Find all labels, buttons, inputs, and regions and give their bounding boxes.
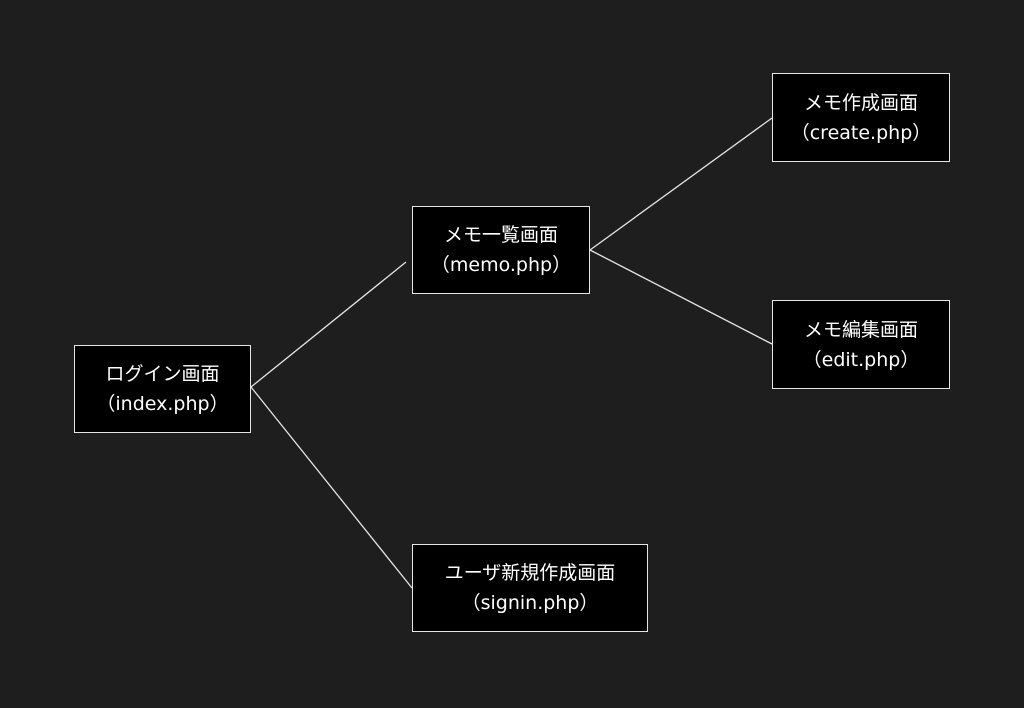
node-title: メモ編集画面: [803, 318, 918, 341]
node-memo-create-screen: メモ作成画面 （create.php）: [772, 73, 950, 162]
node-user-signup-screen: ユーザ新規作成画面 （signin.php）: [412, 544, 648, 632]
node-login-screen: ログイン画面 （index.php）: [74, 345, 251, 433]
edge-login-to-signup: [250, 386, 413, 589]
edge-memo-to-create: [589, 117, 773, 251]
node-title: メモ作成画面: [803, 91, 918, 114]
edge-login-to-memo: [250, 261, 407, 388]
node-filename: （create.php）: [790, 121, 932, 144]
node-filename: （edit.php）: [802, 348, 920, 371]
node-filename: （signin.php）: [461, 592, 599, 614]
node-filename: （memo.php）: [430, 254, 572, 276]
node-memo-edit-screen: メモ編集画面 （edit.php）: [772, 300, 950, 389]
node-title: ログイン画面: [105, 363, 220, 385]
node-title: メモ一覧画面: [443, 224, 558, 246]
node-filename: （index.php）: [96, 393, 229, 415]
node-memo-list-screen: メモ一覧画面 （memo.php）: [412, 206, 590, 294]
node-title: ユーザ新規作成画面: [444, 562, 616, 584]
edge-memo-to-edit: [589, 249, 773, 345]
